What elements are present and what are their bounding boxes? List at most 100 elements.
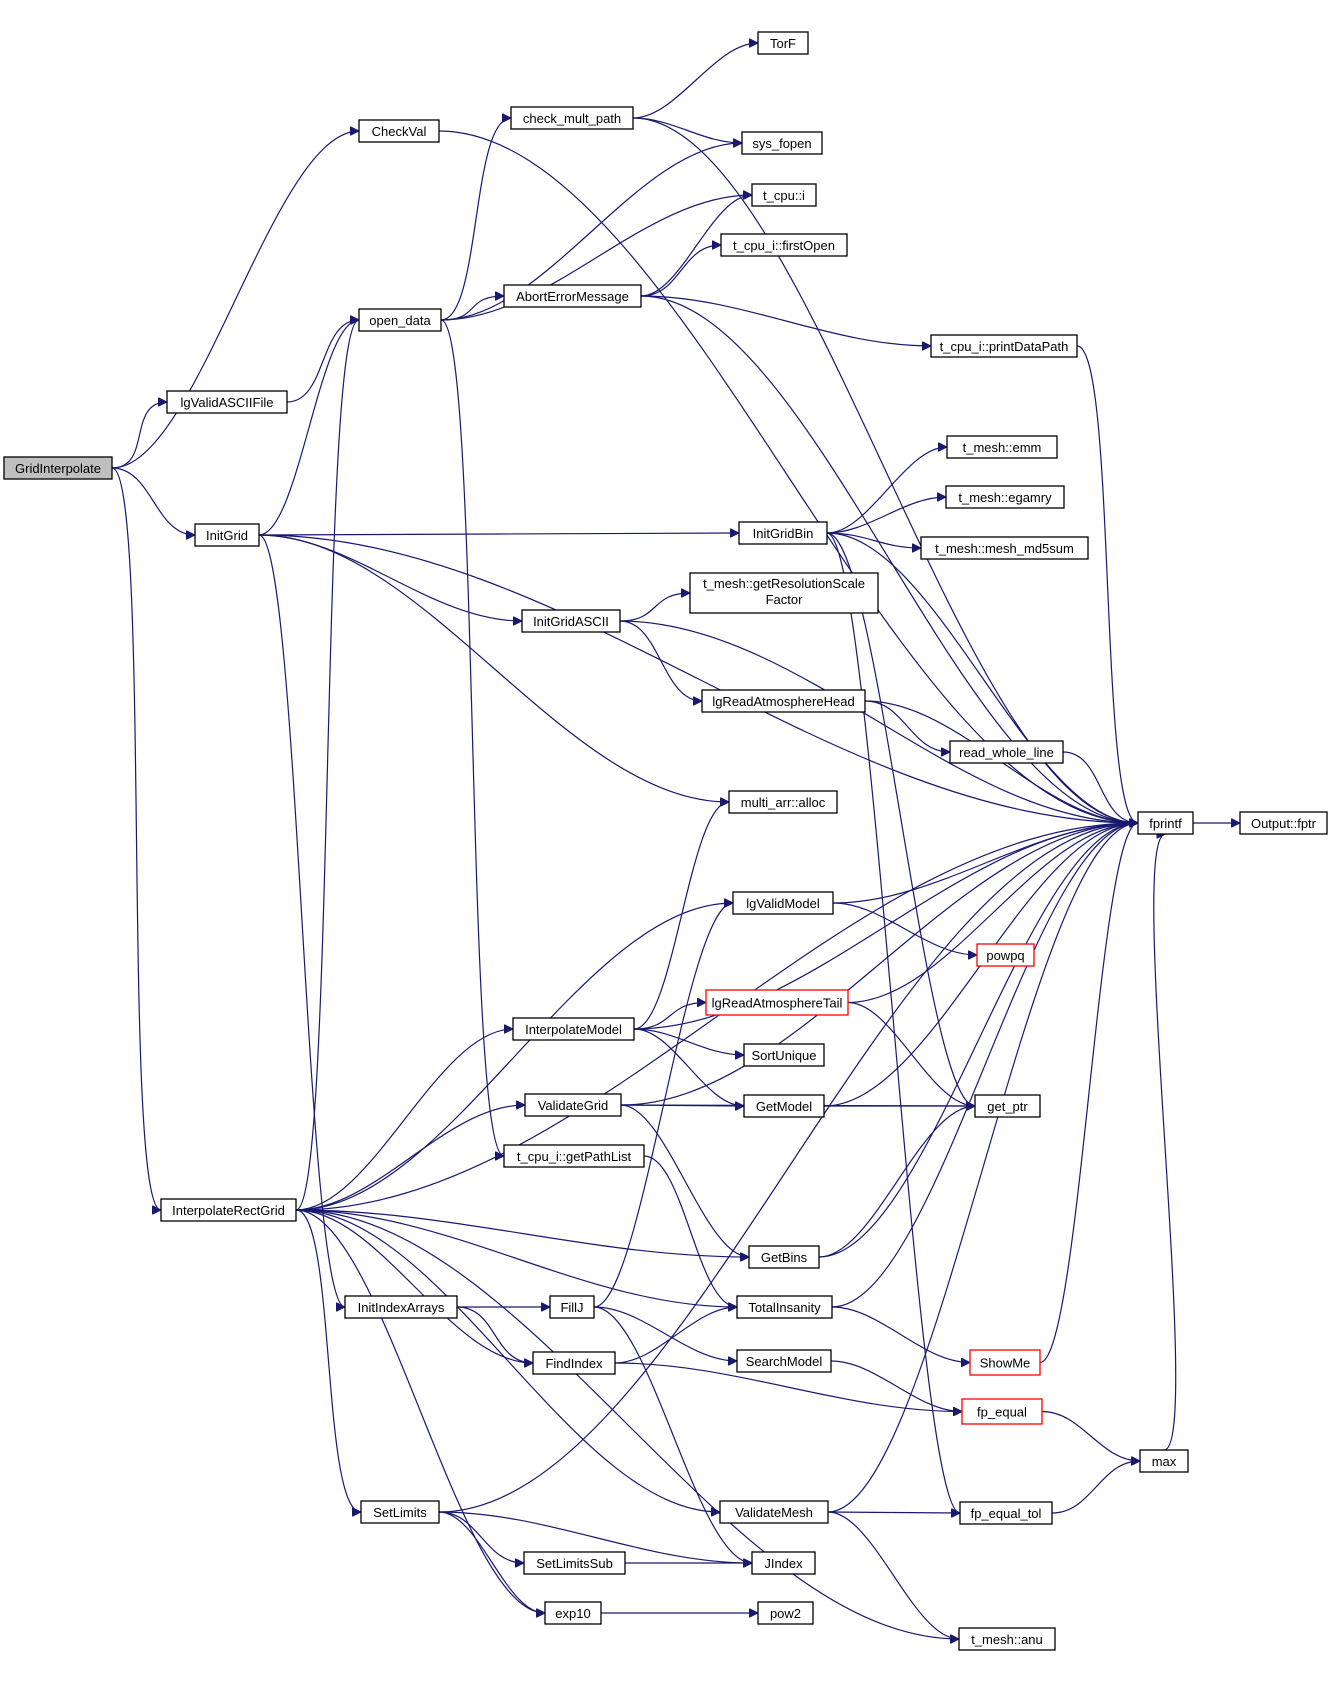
edge-validatemesh-to-anu: [827, 1511, 959, 1639]
edge-getbins-to-fprintf: [818, 823, 1138, 1258]
edge-interpolaterectgrid-to-getbins: [295, 1209, 749, 1257]
node-egamry[interactable]: t_mesh::egamry: [945, 485, 1065, 509]
node-box: [751, 183, 817, 207]
node-interpolaterectgrid[interactable]: InterpolateRectGrid: [160, 1198, 297, 1222]
node-label: InterpolateRectGrid: [172, 1203, 285, 1218]
node-label: Output::fptr: [1251, 816, 1317, 831]
node-validategrid[interactable]: ValidateGrid: [524, 1093, 622, 1117]
node-sys-fopen[interactable]: sys_fopen: [741, 131, 823, 155]
node-label: fp_equal: [977, 1405, 1027, 1420]
node-label: FindIndex: [545, 1356, 603, 1371]
node-label: SetLimitsSub: [536, 1556, 613, 1571]
node-open-data[interactable]: open_data: [358, 308, 442, 332]
node-findindex[interactable]: FindIndex: [532, 1351, 616, 1375]
node-getbins[interactable]: GetBins: [748, 1245, 820, 1269]
edge-fillj-to-searchmodel: [593, 1306, 737, 1361]
node-box: [949, 740, 1064, 764]
edge-initgridascii-to-getresolutionscalefactor: [619, 593, 690, 622]
edge-interpolaterectgrid-to-open-data: [295, 320, 360, 1211]
edge-lgvalidasciifile-to-open-data: [286, 320, 359, 403]
node-torf[interactable]: TorF: [757, 31, 809, 55]
node-setlimits[interactable]: SetLimits: [360, 1500, 440, 1524]
node-exp10[interactable]: exp10: [544, 1601, 602, 1625]
edge-interpolaterectgrid-to-findindex: [295, 1209, 533, 1363]
node-showme[interactable]: ShowMe: [969, 1349, 1041, 1376]
node-fp-equal[interactable]: fp_equal: [961, 1398, 1043, 1425]
node-initgridbin[interactable]: InitGridBin: [738, 521, 828, 545]
node-aborterrormessage[interactable]: AbortErrorMessage: [503, 284, 642, 308]
node-box: [521, 609, 621, 633]
node-alloc[interactable]: multi_arr::alloc: [728, 790, 838, 814]
node-setlimitssub[interactable]: SetLimitsSub: [523, 1551, 626, 1575]
node-box: [969, 1349, 1041, 1376]
node-printdatapath[interactable]: t_cpu_i::printDataPath: [930, 334, 1078, 358]
edge-gridinterpolate-to-lgvalidasciifile: [111, 402, 167, 469]
node-fprintf[interactable]: fprintf: [1137, 811, 1194, 835]
node-checkval[interactable]: CheckVal: [358, 119, 440, 143]
node-get-ptr[interactable]: get_ptr: [974, 1094, 1041, 1118]
node-validatemesh[interactable]: ValidateMesh: [719, 1500, 829, 1524]
node-label: get_ptr: [987, 1099, 1028, 1114]
node-box: [1137, 811, 1194, 835]
node-fillj[interactable]: FillJ: [549, 1295, 595, 1319]
edge-interpolaterectgrid-to-validatemesh: [295, 1209, 720, 1512]
node-check-mult-path[interactable]: check_mult_path: [510, 106, 634, 130]
node-powpq[interactable]: powpq: [976, 943, 1035, 967]
node-lgreadatmospheretail[interactable]: lgReadAtmosphereTail: [705, 989, 849, 1016]
edge-fp-equal-tol-to-max: [1051, 1461, 1140, 1514]
node-fptr[interactable]: Output::fptr: [1239, 811, 1328, 835]
node-label: t_mesh::egamry: [958, 490, 1052, 505]
node-getmodel[interactable]: GetModel: [743, 1094, 825, 1118]
edge-searchmodel-to-fp-equal: [830, 1360, 962, 1412]
edge-lgvalidmodel-to-powpq: [832, 902, 977, 955]
node-box: [360, 1500, 440, 1524]
edge-aborterrormessage-to-printdatapath: [640, 295, 931, 346]
edge-interpolaterectgrid-to-setlimits: [295, 1209, 362, 1512]
node-initgridascii[interactable]: InitGridASCII: [521, 609, 621, 633]
node-gridinterpolate[interactable]: GridInterpolate: [3, 456, 113, 480]
function-nodes: GridInterpolate CheckVal lgValidASCIIFileI…: [3, 31, 1328, 1651]
node-anu[interactable]: t_mesh::anu: [958, 1627, 1056, 1651]
node-t-cpu-i[interactable]: t_cpu::i: [751, 183, 817, 207]
node-emm[interactable]: t_mesh::emm: [946, 435, 1058, 459]
node-mesh-md5sum[interactable]: t_mesh::mesh_md5sum: [920, 536, 1089, 560]
edge-totalinsanity-to-showme: [831, 1306, 970, 1363]
node-searchmodel[interactable]: SearchModel: [736, 1349, 832, 1373]
node-label: multi_arr::alloc: [741, 795, 826, 810]
node-box: [705, 989, 849, 1016]
node-fp-equal-tol[interactable]: fp_equal_tol: [959, 1501, 1053, 1525]
node-label: exp10: [555, 1606, 590, 1621]
node-sortunique[interactable]: SortUnique: [743, 1043, 825, 1067]
node-initgrid[interactable]: InitGrid: [194, 523, 260, 547]
node-label: pow2: [770, 1606, 801, 1621]
node-read-whole-line[interactable]: read_whole_line: [949, 740, 1064, 764]
edge-interpolaterectgrid-to-lgvalidmodel: [295, 903, 733, 1211]
node-label: open_data: [369, 313, 431, 328]
edge-initgrid-to-initgridbin: [258, 533, 739, 535]
node-label: t_mesh::getResolutionScale: [703, 576, 865, 591]
node-lgvalidasciifile[interactable]: lgValidASCIIFile: [166, 390, 288, 414]
node-label: t_cpu_i::firstOpen: [733, 238, 835, 253]
node-firstopen[interactable]: t_cpu_i::firstOpen: [720, 233, 848, 257]
node-totalinsanity[interactable]: TotalInsanity: [736, 1295, 833, 1319]
edge-initgridascii-to-fprintf: [619, 620, 1138, 823]
edge-gridinterpolate-to-interpolaterectgrid: [111, 467, 162, 1210]
node-box: [748, 1245, 820, 1269]
edge-initgrid-to-initgridascii: [258, 534, 522, 621]
node-interpolatemodel[interactable]: InterpolateModel: [512, 1017, 635, 1041]
node-initindexarrays[interactable]: InitIndexArrays: [344, 1295, 458, 1319]
node-label: InitIndexArrays: [358, 1300, 445, 1315]
node-label: fp_equal_tol: [971, 1506, 1042, 1521]
edge-showme-to-fprintf: [1039, 823, 1139, 1364]
node-getpathlist[interactable]: t_cpu_i::getPathList: [503, 1144, 645, 1168]
node-box: [736, 1349, 832, 1373]
node-max[interactable]: max: [1139, 1449, 1189, 1473]
node-lgvalidmodel[interactable]: lgValidModel: [732, 891, 834, 915]
node-pow2[interactable]: pow2: [757, 1601, 814, 1625]
node-lgreadatmospherehead[interactable]: lgReadAtmosphereHead: [701, 689, 866, 713]
node-label: lgValidModel: [746, 896, 820, 911]
edge-getpathlist-to-totalinsanity: [643, 1155, 738, 1307]
node-jindex[interactable]: JIndex: [751, 1551, 816, 1575]
